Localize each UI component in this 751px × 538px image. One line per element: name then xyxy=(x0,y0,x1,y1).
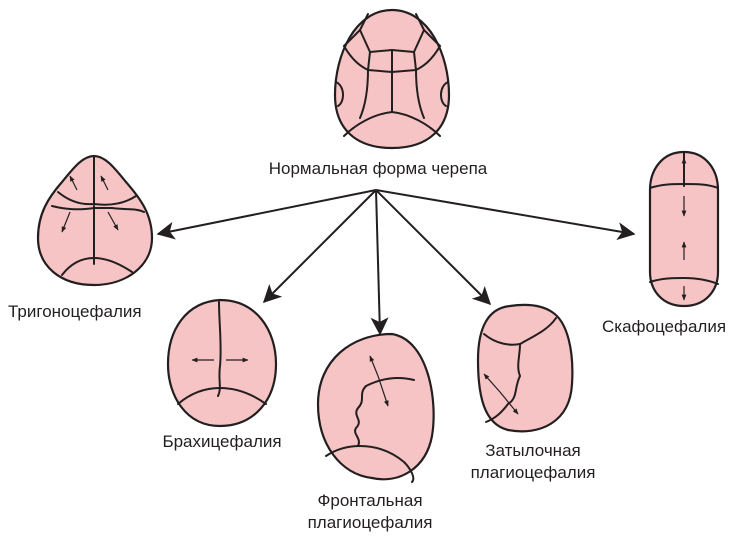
label-normal-skull: Нормальная форма черепа xyxy=(269,158,488,180)
label-occipital-plagiocephaly-line2: плагиоцефалия xyxy=(471,462,596,484)
label-frontal-plagiocephaly: Фронтальная плагиоцефалия xyxy=(308,490,433,534)
label-occipital-plagiocephaly-line1: Затылочная xyxy=(471,440,596,462)
frontal-plagiocephaly-skull xyxy=(318,334,434,482)
arrow-to-trigonocephaly xyxy=(158,190,376,234)
normal-skull xyxy=(335,10,449,148)
label-scaphocephaly: Скафоцефалия xyxy=(602,316,726,338)
trigonocephaly-skull xyxy=(38,156,152,285)
arrow-to-brachycephaly xyxy=(264,190,376,302)
occipital-plagiocephaly-skull xyxy=(478,305,572,431)
scaphocephaly-skull xyxy=(650,152,718,306)
label-trigonocephaly: Тригоноцефалия xyxy=(8,301,142,323)
label-frontal-plagiocephaly-line1: Фронтальная xyxy=(308,490,433,512)
label-brachycephaly: Брахицефалия xyxy=(162,431,281,453)
arrow-to-frontal-plagiocephaly xyxy=(376,190,380,334)
label-frontal-plagiocephaly-line2: плагиоцефалия xyxy=(308,512,433,534)
brachycephaly-skull xyxy=(168,300,276,426)
label-occipital-plagiocephaly: Затылочная плагиоцефалия xyxy=(471,440,596,484)
